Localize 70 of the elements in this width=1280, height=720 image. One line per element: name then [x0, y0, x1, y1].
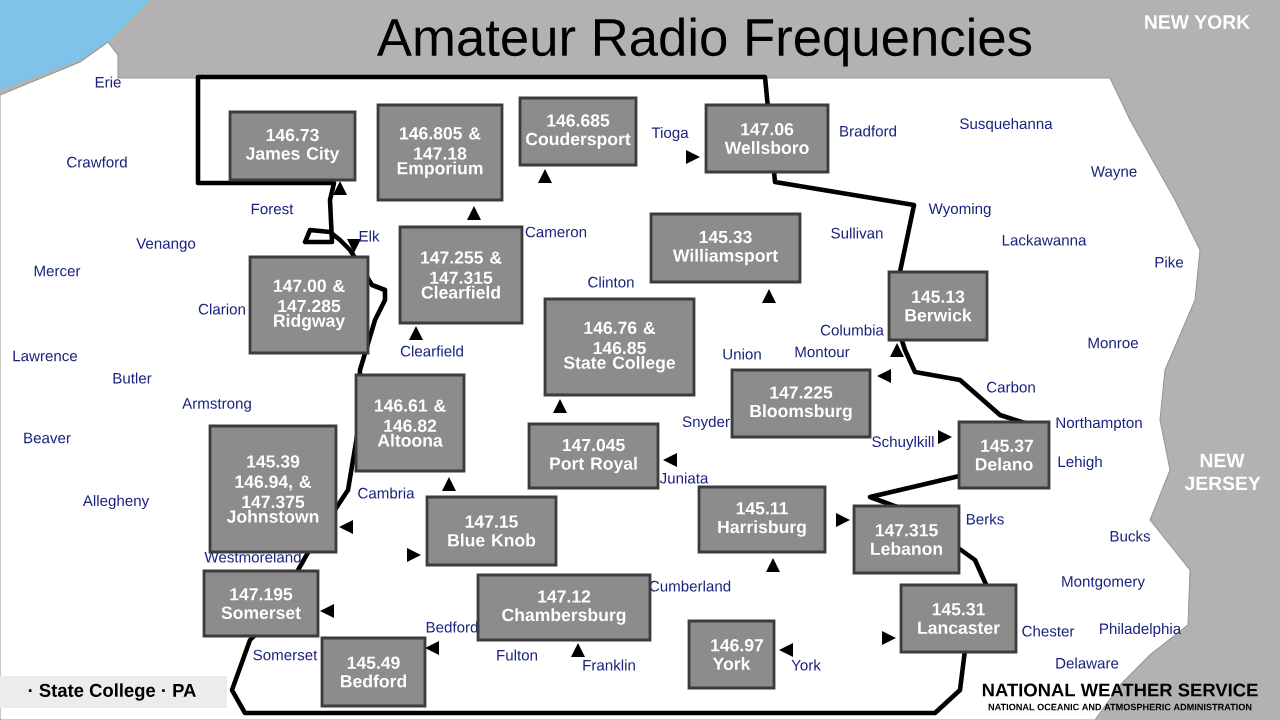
county-name: Clearfield — [400, 345, 463, 357]
county-name: Beaver — [24, 432, 71, 444]
county-name: Lawrence — [13, 350, 78, 362]
frequency-box: 145.33 Williamsport — [649, 212, 802, 284]
county-name: Monroe — [1088, 337, 1138, 349]
county-name: Bucks — [1110, 530, 1151, 542]
agency-name: NATIONAL OCEANIC AND ATMOSPHERIC ADMINISTRATION — [988, 703, 1252, 711]
frequency-box: 146.76 & 146.85 State College — [543, 297, 696, 397]
state-name: NEW YORK — [1145, 15, 1250, 29]
county-name: Franklin — [583, 659, 635, 671]
county-name: Cambria — [358, 487, 415, 499]
frequency-box: 145.37 Delano — [957, 420, 1051, 490]
county-name: Elk — [359, 230, 380, 242]
county-name: Forest — [251, 203, 294, 215]
frequency-box: 145.49 Bedford — [320, 636, 427, 708]
county-name: Westmoreland — [204, 551, 301, 563]
frequency-box: 146.805 & 147.18 Emporium — [376, 103, 504, 202]
county-name: Schuylkill — [872, 435, 934, 451]
county-name: Susquehanna — [960, 117, 1053, 133]
county-name: Bedford — [426, 621, 478, 633]
county-name: Tioga — [651, 126, 689, 142]
frequency-box: 146.97 York — [687, 619, 776, 690]
county-name: Northampton — [1056, 416, 1142, 432]
county-name: Montour — [795, 346, 850, 358]
frequency-box: 146.61 & 146.82 Altoona — [354, 373, 466, 473]
county-name: Somerset — [253, 649, 318, 661]
county-name: York — [791, 659, 821, 671]
county-name: Carbon — [987, 381, 1035, 393]
county-name: Union — [723, 348, 761, 360]
county-name: Sullivan — [831, 227, 883, 239]
county-name: Berks — [966, 513, 1004, 525]
frequency-box: 147.06 Wellsboro — [704, 103, 830, 174]
frequency-box: 145.31 Lancaster — [899, 583, 1018, 654]
county-name: Wayne — [1090, 166, 1137, 180]
county-name: Crawford — [67, 156, 127, 168]
frequency-box: 145.13 Berwick — [887, 270, 989, 342]
county-name: Snyder — [682, 415, 730, 431]
county-name: Cumberland — [649, 580, 731, 592]
frequency-box: 147.225 Bloomsburg — [730, 368, 872, 439]
frequency-box: 146.685 Coudersport — [518, 96, 638, 167]
county-name: Erie — [95, 76, 121, 88]
county-name: Allegheny — [82, 494, 150, 510]
frequency-box: 147.255 & 147.315 Clearfield — [398, 225, 524, 325]
county-name: Cameron — [525, 226, 587, 238]
frequency-box: 145.11 Harrisburg — [697, 485, 827, 554]
frequency-box: 147.315 Lebanon — [852, 504, 961, 575]
agency-name: NATIONAL WEATHER SERVICE — [982, 683, 1258, 697]
office-location-label: · State College · PA — [0, 676, 227, 708]
county-name: Columbia — [820, 324, 884, 336]
frequency-box: 147.12 Chambersburg — [476, 573, 652, 642]
county-name: Wyoming — [928, 202, 991, 218]
frequency-box: 147.15 Blue Knob — [425, 495, 558, 567]
county-name: Montgomery — [1062, 576, 1145, 590]
county-name: Pike — [1155, 256, 1184, 268]
county-name: Armstrong — [182, 398, 251, 412]
frequency-box: 145.39 146.94, & 147.375 Johnstown — [208, 424, 338, 554]
frequency-box: 147.00 & 147.285 Ridgway — [248, 255, 370, 355]
title: Amateur Radio Frequencies — [377, 17, 1032, 67]
county-name: Butler — [113, 372, 152, 384]
county-name: Lackawanna — [1002, 234, 1087, 246]
frequency-box: 147.045 Port Royal — [527, 422, 660, 490]
frequency-box: 147.195 Somerset — [202, 569, 320, 638]
county-name: Philadelphia — [1100, 623, 1182, 638]
county-name: Delaware — [1056, 657, 1119, 669]
state-name: NEW JERSEY — [1184, 453, 1261, 491]
county-name: Juniata — [659, 472, 709, 484]
county-name: Mercer — [34, 265, 81, 277]
frequency-box: 146.73 James City — [228, 110, 357, 182]
county-name: Venango — [136, 238, 196, 252]
county-name: Clinton — [588, 276, 634, 288]
